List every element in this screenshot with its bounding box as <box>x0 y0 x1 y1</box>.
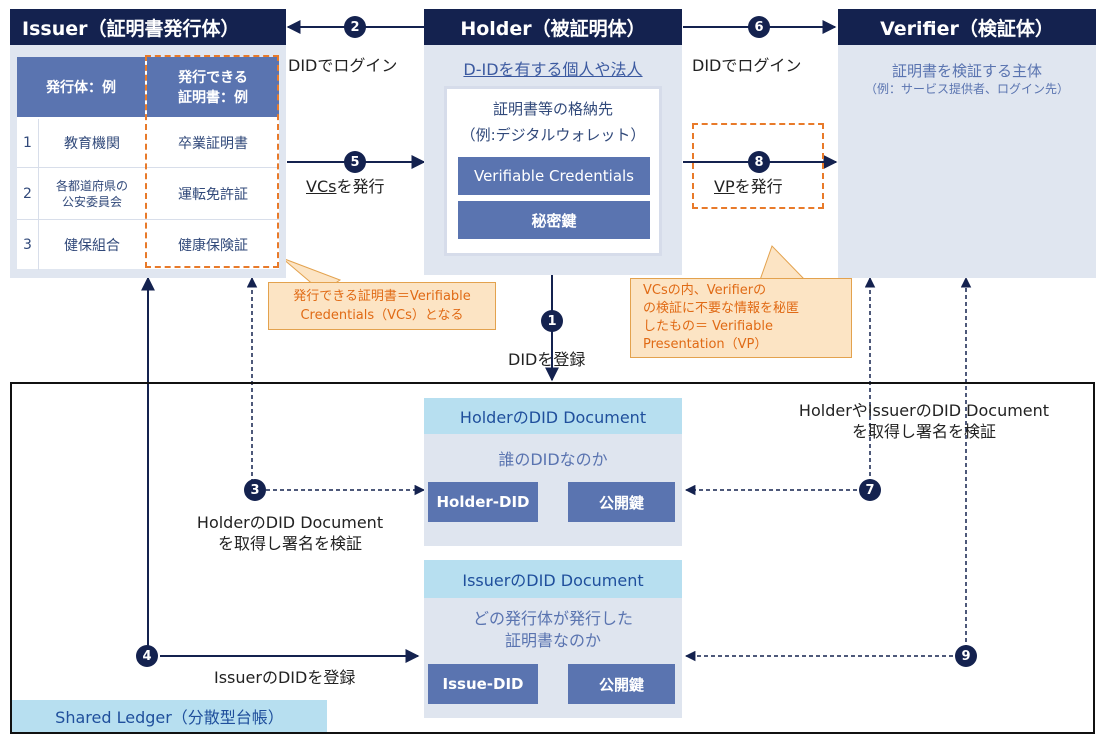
row-number: 2 <box>17 168 39 220</box>
step-badge-8: 8 <box>748 151 770 173</box>
row-entity: 教育機関 <box>64 136 120 152</box>
issuer-table: 発行体：例 発行できる 証明書：例 1 教育機関 卒業証明書 2 各都道府県の … <box>17 57 279 270</box>
vc-box: Verifiable Credentials <box>458 157 650 195</box>
table-row: 1 教育機関 卒業証明書 <box>17 119 279 167</box>
step-badge-6: 6 <box>748 16 770 38</box>
issue-text: を発行 <box>336 177 385 196</box>
holder-verify-label: HolderのDID Document を取得し署名を検証 <box>196 513 384 553</box>
holder-did-question: 誰のDIDなのか <box>498 450 608 469</box>
table-header-cert: 発行できる 証明書：例 <box>147 57 279 117</box>
vcs-issue-label: VCsを発行 <box>306 173 384 197</box>
table-header-entity: 発行体：例 <box>17 57 145 117</box>
step-badge-1: 1 <box>541 310 563 332</box>
holder-public-key-box: 公開鍵 <box>568 482 675 522</box>
issuer-header: Issuer（証明書発行体） <box>10 9 286 45</box>
table-row: 2 各都道府県の 公安委員会 運転免許証 <box>17 167 279 220</box>
did-login-label-left: DIDでログイン <box>288 56 398 75</box>
verifier-verify-label: HolderやIssuerのDID Document を取得し署名を検証 <box>798 401 1050 441</box>
vcs-term: VCs <box>306 177 337 196</box>
row-cert: 卒業証明書 <box>178 136 248 152</box>
issuer-callout: 発行できる証明書＝Verifiable Credentials（VCs）となる <box>268 282 496 330</box>
did-login-label-right: DIDでログイン <box>692 56 802 75</box>
issuer-did-doc-title: IssuerのDID Document <box>424 560 682 598</box>
holder-did-box: Holder-DID <box>428 482 538 522</box>
step-badge-2: 2 <box>344 16 366 38</box>
row-cert: 運転免許証 <box>178 187 248 203</box>
step-badge-3: 3 <box>244 479 266 501</box>
issuable-cert-highlight <box>145 55 279 268</box>
verifier-panel <box>838 45 1096 278</box>
step-badge-9: 9 <box>955 645 977 667</box>
issue-text: を発行 <box>734 177 783 196</box>
verifier-example: （例：サービス提供者、ログイン先） <box>864 82 1069 96</box>
wallet-title: 証明書等の格納先 （例:デジタルウォレット） <box>460 100 646 144</box>
issuer-did-question: どの発行体が発行した 証明書なのか <box>472 609 633 650</box>
row-number: 3 <box>17 220 39 270</box>
vp-issue-label: VPを発行 <box>714 173 783 197</box>
row-cert: 健康保険証 <box>178 238 248 254</box>
vp-callout: VCsの内、Verifierの の検証に不要な情報を秘匿 したもの＝ Verif… <box>630 278 852 358</box>
verifier-header: Verifier（検証体） <box>838 9 1096 45</box>
did-register-label: DIDを登録 <box>508 350 586 369</box>
holder-subtitle: D-IDを有する個人や法人 <box>463 60 643 79</box>
vp-term: VP <box>714 177 735 196</box>
issuer-public-key-box: 公開鍵 <box>568 664 675 704</box>
vp-callout-tail <box>759 245 807 281</box>
holder-did-doc-title: HolderのDID Document <box>424 398 682 434</box>
row-entity: 健保組合 <box>64 238 120 254</box>
vp-highlight <box>692 123 824 209</box>
step-badge-4: 4 <box>136 645 158 667</box>
private-key-box: 秘密鍵 <box>458 201 650 239</box>
verifier-desc: 証明書を検証する主体 <box>891 62 1042 80</box>
step-badge-5: 5 <box>344 151 366 173</box>
row-entity: 各都道府県の 公安委員会 <box>55 179 128 209</box>
shared-ledger-label: Shared Ledger（分散型台帳） <box>12 700 327 732</box>
table-row: 3 健保組合 健康保険証 <box>17 219 279 270</box>
row-number: 1 <box>17 119 39 167</box>
issuer-did-box: Issue-DID <box>428 664 538 704</box>
issuer-register-label: IssuerのDIDを登録 <box>214 668 356 687</box>
holder-header: Holder（被証明体） <box>424 9 682 45</box>
step-badge-7: 7 <box>859 479 881 501</box>
shared-ledger-frame <box>10 382 1095 734</box>
